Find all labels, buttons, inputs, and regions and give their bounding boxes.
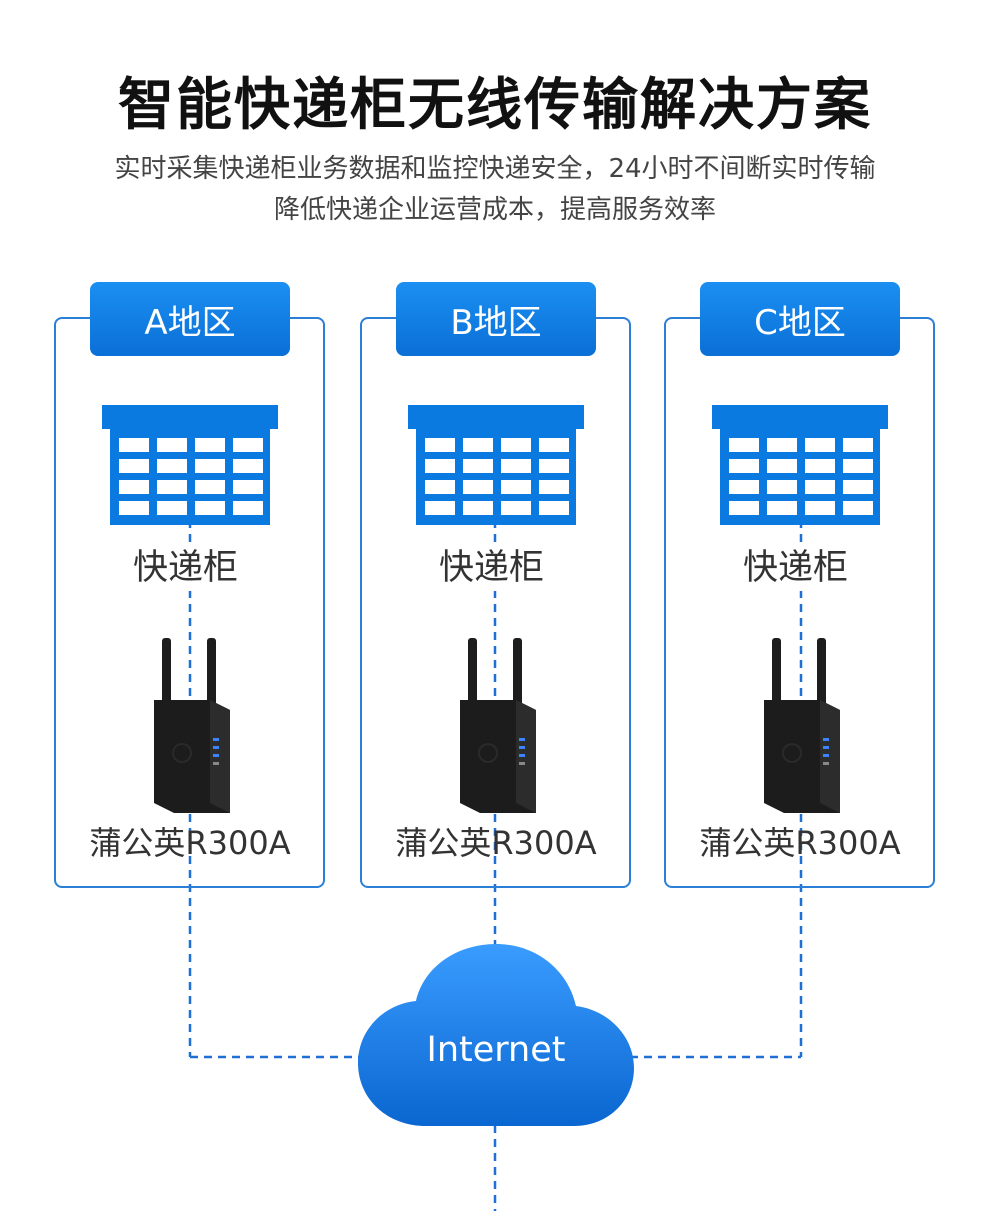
router-label: 蒲公英R300A	[89, 824, 291, 862]
router-label: 蒲公英R300A	[395, 824, 597, 862]
page-title: 智能快递柜无线传输解决方案	[118, 73, 872, 138]
cabinet-label: 快递柜	[129, 545, 243, 591]
router-label: 蒲公英R300A	[699, 824, 901, 862]
subtitle-line-1: 实时采集快递柜业务数据和监控快递安全，24小时不间断实时传输	[114, 154, 876, 184]
locker-cabinet-icon	[102, 405, 278, 525]
router-device-icon	[764, 638, 840, 813]
cabinet-label: 快递柜	[739, 545, 853, 591]
internet-label: Internet	[426, 1030, 566, 1070]
subtitle-line-2: 降低快递企业运营成本，提高服务效率	[273, 195, 716, 225]
region-b-label: B地区	[396, 282, 596, 356]
region-c-label: C地区	[700, 282, 900, 356]
internet-cloud-icon	[358, 944, 634, 1126]
router-device-icon	[460, 638, 536, 813]
router-device-icon	[154, 638, 230, 813]
cabinet-label: 快递柜	[435, 545, 549, 591]
locker-cabinet-icon	[712, 405, 888, 525]
region-a-label: A地区	[90, 282, 290, 356]
locker-cabinet-icon	[408, 405, 584, 525]
